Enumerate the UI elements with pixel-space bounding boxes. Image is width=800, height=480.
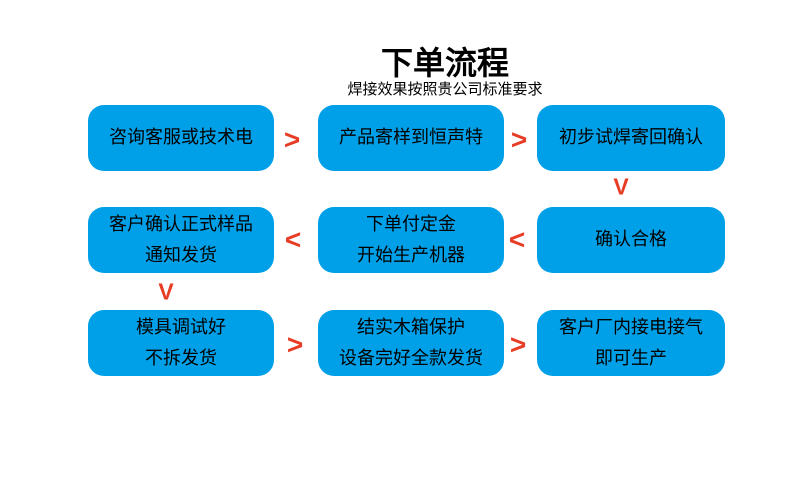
step-label: 开始生产机器: [357, 244, 465, 265]
step-label: 不拆发货: [145, 347, 217, 368]
arrow-left-icon: <: [284, 224, 302, 255]
flow-step-crate-full-payment-ship: 结实木箱保护 设备完好全款发货: [318, 310, 504, 376]
arrow-left-icon: <: [508, 224, 526, 255]
arrow-down-icon: V: [158, 278, 174, 305]
flow-step-consult-service: 咨询客服或技术电: [88, 105, 274, 171]
arrow-right-icon: >: [283, 124, 301, 155]
step-label: 下单付定金: [366, 213, 456, 234]
page-subtitle: 焊接效果按照贵公司标准要求: [347, 81, 543, 98]
step-label: 咨询客服或技术电: [109, 127, 253, 148]
flow-step-pay-deposit: 下单付定金 开始生产机器: [318, 207, 504, 273]
flow-step-mold-debugged: 模具调试好 不拆发货: [88, 310, 274, 376]
arrow-down-icon: V: [613, 173, 629, 200]
step-label: 客户厂内接电接气: [559, 316, 703, 337]
arrow-right-icon: >: [510, 124, 528, 155]
step-label: 模具调试好: [136, 316, 226, 337]
flow-step-confirm-qualified: 确认合格: [537, 207, 725, 273]
flow-step-send-sample: 产品寄样到恒声特: [318, 105, 504, 171]
flow-step-confirm-sample-ship: 客户确认正式样品 通知发货: [88, 207, 274, 273]
step-label: 客户确认正式样品: [109, 213, 253, 234]
step-label: 初步试焊寄回确认: [559, 127, 703, 148]
step-label: 通知发货: [145, 244, 217, 265]
step-label: 结实木箱保护: [357, 316, 465, 337]
arrow-right-icon: >: [509, 329, 527, 360]
arrow-right-icon: >: [286, 329, 304, 360]
step-label: 产品寄样到恒声特: [339, 127, 483, 148]
flow-step-trial-weld-confirm: 初步试焊寄回确认: [537, 105, 725, 171]
step-label: 确认合格: [595, 229, 667, 250]
step-label: 设备完好全款发货: [339, 347, 483, 368]
page-title: 下单流程: [380, 45, 510, 81]
flow-step-customer-power-gas-setup: 客户厂内接电接气 即可生产: [537, 310, 725, 376]
step-label: 即可生产: [595, 347, 667, 368]
